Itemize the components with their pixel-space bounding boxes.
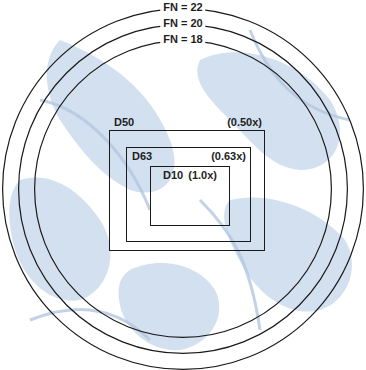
field-number-label: FN = 22 <box>160 1 205 14</box>
circle-outline <box>2 8 364 370</box>
sensor-frame: D63 (0.63x) D10 (1.0x) <box>126 147 251 242</box>
circle-outline <box>34 40 332 338</box>
sensor-frame: D10 (1.0x) <box>150 166 230 226</box>
frame-name: D10 <box>163 169 183 182</box>
frame-name: D50 <box>114 116 134 129</box>
field-circle: FN = 18D50(0.50x)D63(0.63x)D10(1.0x) <box>34 40 332 338</box>
frame-label-row: D10 (1.0x) <box>153 169 227 182</box>
frame-label-row: D63 (0.63x) <box>132 150 246 163</box>
magnification-label: (0.50x) <box>227 116 262 129</box>
magnification-label: (1.0x) <box>188 169 217 182</box>
field-number-label: FN = 20 <box>160 17 205 30</box>
sensor-frame: D50(0.50x)D63(0.63x)D10(1.0x) <box>109 130 265 251</box>
field-circle: FN = 20FN = 18D50(0.50x)D63(0.63x)D10(1.… <box>18 24 348 354</box>
magnification-label: (0.63x) <box>211 150 246 163</box>
field-circle: FN = 22FN = 20FN = 18D50(0.50x)D63(0.63x… <box>2 8 364 370</box>
field-number-label: FN = 18 <box>160 33 205 46</box>
frame-label-row: D50 (0.50x) <box>114 116 262 129</box>
frame-name: D63 <box>132 150 152 163</box>
circle-outline <box>18 24 348 354</box>
